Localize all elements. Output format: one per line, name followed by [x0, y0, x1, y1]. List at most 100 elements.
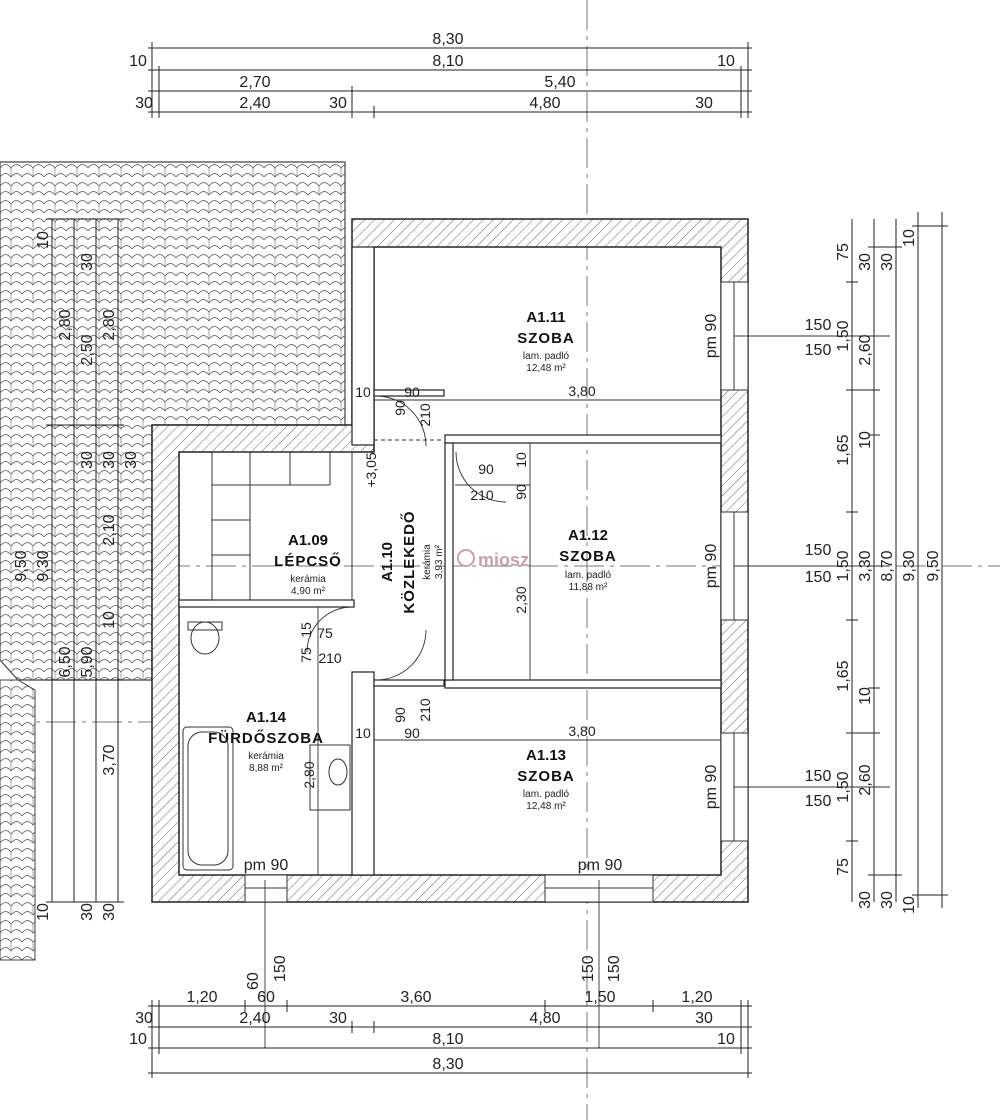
bottom-dim-row1: 1,20 60 3,60 1,50 1,20	[186, 989, 712, 1006]
bottom-window-dims: 60 150 150 150	[245, 955, 623, 990]
room-area: 12,48 m²	[526, 363, 566, 374]
dim-label: 30	[123, 451, 140, 469]
stair-level-label: +3,05	[363, 452, 379, 488]
room-label-a1-14: A1.14 FÜRDŐSZOBA kerámia 8,88 m²	[208, 709, 323, 774]
room-name: LÉPCSŐ	[274, 552, 342, 570]
right-window-dims: 150 150 150 150 150 150	[805, 317, 832, 810]
dim-label: 9,30	[901, 550, 918, 581]
dim-label: 1,65	[835, 660, 852, 691]
dim-label: 10	[355, 725, 371, 741]
dim-label: 60	[245, 972, 262, 990]
room-name: SZOBA	[559, 548, 617, 565]
window-label: pm 90	[703, 544, 720, 589]
dim-label: 75	[317, 625, 333, 641]
toilet	[190, 621, 220, 655]
dim-label: 9,50	[13, 550, 30, 581]
room-id: A1.11	[526, 309, 565, 326]
window-labels: pm 90 pm 90 pm 90 pm 90 pm 90	[244, 314, 720, 874]
room-id: A1.09	[288, 532, 328, 549]
dim-label: 30	[101, 903, 118, 921]
dim-label: 9,50	[925, 550, 942, 581]
dim-label: 3,70	[101, 744, 118, 775]
dim-label: 1,50	[835, 771, 852, 802]
right-dim-col4: 10 9,30 10	[901, 229, 918, 914]
dim-label: 30	[857, 891, 874, 909]
room-label-a1-11: A1.11 SZOBA lam. padló 12,48 m²	[517, 309, 575, 374]
dim-label: 10	[101, 611, 118, 629]
dim-label: 210	[417, 403, 433, 427]
top-dim-row4: 30 2,40 30 4,80 30	[135, 95, 713, 112]
dim-label: 10	[901, 229, 918, 247]
room-label-a1-12: A1.12 SZOBA lam. padló 11,88 m²	[559, 527, 617, 593]
dim-label: 90	[392, 400, 408, 416]
dim-label: 15	[298, 622, 314, 638]
top-dim-lines	[148, 42, 752, 118]
room-floor: kerámia	[290, 574, 326, 585]
dim-label: 30	[101, 451, 118, 469]
dim-label: 10	[857, 431, 874, 449]
dim-label: 30	[79, 903, 96, 921]
bathtub	[182, 726, 234, 871]
dim-label: 5,90	[79, 646, 96, 677]
dim-label: 150	[805, 317, 832, 334]
dim-label: 30	[135, 1010, 153, 1027]
dim-label: 150	[805, 793, 832, 810]
dim-label: 2,80	[301, 761, 317, 788]
door-swings	[306, 395, 507, 681]
room-floor: lam. padló	[565, 570, 612, 581]
dim-label: 210	[417, 698, 433, 722]
dim-label: 9,30	[35, 550, 52, 581]
room-name: SZOBA	[517, 330, 575, 347]
room-id: A1.13	[526, 747, 566, 764]
top-dim-row2: 10 8,10 10	[129, 53, 735, 70]
dim-label: 10	[35, 903, 52, 921]
dim-label: 10	[717, 1031, 735, 1048]
dim-label: 2,80	[57, 309, 74, 340]
window-label: pm 90	[703, 314, 720, 359]
dim-label: 150	[805, 542, 832, 559]
dim-label: 6,50	[57, 646, 74, 677]
dim-label: 30	[329, 95, 347, 112]
right-dim-col3: 30 8,70 30	[879, 253, 896, 909]
bottom-dim-row2: 30 2,40 30 4,80 30	[135, 1010, 713, 1027]
dim-label: 210	[318, 650, 342, 666]
room-label-a1-13: A1.13 SZOBA lam. padló 12,48 m²	[517, 747, 575, 812]
bottom-dim-row3: 10 8,10 10	[129, 1031, 735, 1048]
dim-label: 1,20	[681, 989, 712, 1006]
dim-label: 10	[513, 452, 529, 468]
dim-label: 2,40	[239, 95, 270, 112]
watermark: miosz	[457, 549, 529, 570]
dim-label: 1,50	[584, 989, 615, 1006]
left-dim-col3: 2,80 30 2,10 10 3,70 30	[101, 309, 140, 921]
room-id: A1.12	[568, 527, 608, 544]
room-id: A1.10	[379, 542, 396, 582]
dim-label: 30	[857, 253, 874, 271]
dim-label: 8,10	[432, 1031, 463, 1048]
dim-label: 2,10	[101, 514, 118, 545]
inner-dim-lines	[317, 399, 721, 875]
dim-label: 30	[79, 451, 96, 469]
room-name: SZOBA	[517, 768, 575, 785]
dim-label: 150	[606, 955, 623, 982]
bathroom-fixtures	[182, 621, 351, 871]
dim-label: 90	[404, 725, 420, 741]
dim-label: 90	[513, 484, 529, 500]
room-id: A1.14	[246, 709, 287, 726]
dim-label: 4,80	[529, 95, 560, 112]
room-name: KÖZLEKEDŐ	[400, 510, 418, 613]
dim-label: 3,80	[568, 723, 595, 739]
watermark-text: miosz	[478, 550, 529, 570]
dim-label: 10	[901, 896, 918, 914]
dim-label: 4,80	[529, 1010, 560, 1027]
dim-label: 90	[392, 707, 408, 723]
dim-label: 90	[404, 384, 420, 400]
dim-label: 3,60	[400, 989, 431, 1006]
left-dim-lines	[46, 218, 124, 903]
dim-label: 30	[695, 1010, 713, 1027]
dim-label: 1,50	[835, 320, 852, 351]
left-dim-col1: 10 2,80 30 9,50 6,50 10	[13, 231, 96, 921]
bottom-dim-row4: 8,30	[432, 1056, 463, 1073]
dim-label: 1,65	[835, 434, 852, 465]
dim-label: 2,80	[101, 309, 118, 340]
dim-label: 75	[298, 647, 314, 663]
